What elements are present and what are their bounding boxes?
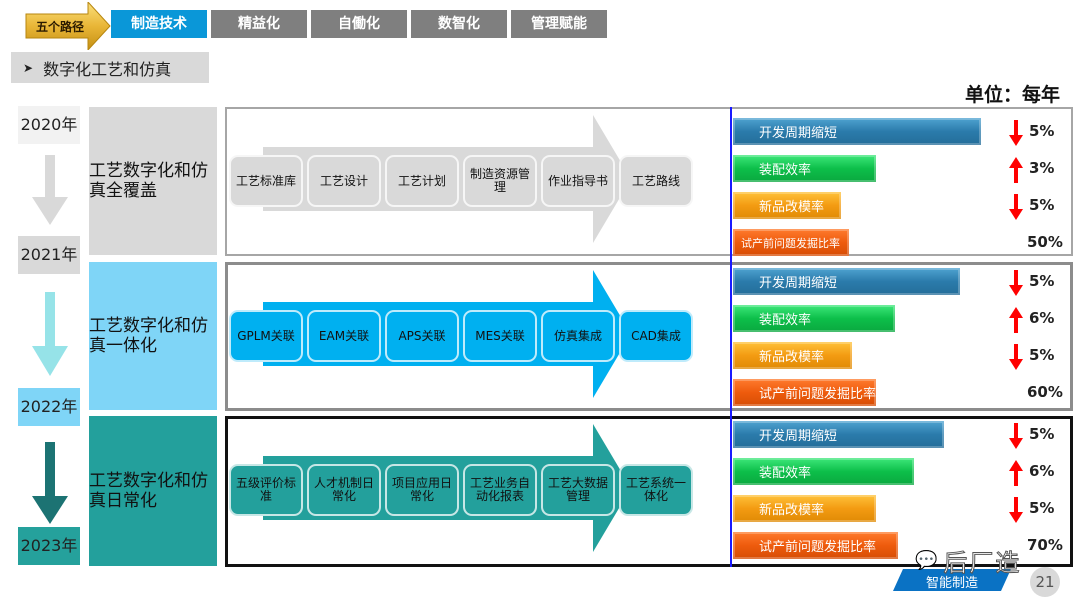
arrow-down-icon	[1009, 344, 1023, 370]
tab-jidoka[interactable]: 自働化	[311, 10, 407, 38]
footer-tag-shape	[893, 569, 1011, 591]
badge-arrow-icon	[25, 2, 111, 50]
metric-bar: 装配效率	[733, 458, 914, 485]
metric-row: 试产前问题发掘比率 50%	[733, 226, 1073, 263]
year-2020: 2020年	[18, 106, 80, 144]
metric-row: 试产前问题发掘比率 60%	[733, 376, 1073, 413]
stage-label-routine: 工艺数字化和仿真日常化	[89, 416, 217, 566]
metrics-panel: 开发周期缩短 5% 装配效率 6% 新品改模率 5% 试产前问题发掘比率 70%	[733, 418, 1073, 566]
metric-bar: 新品改模率	[733, 192, 841, 219]
process-step: 人才机制日常化	[307, 464, 381, 516]
chevron-right-icon: ➤	[23, 60, 34, 75]
tab-lean[interactable]: 精益化	[211, 10, 307, 38]
arrow-down-icon	[1009, 194, 1023, 220]
metric-bar: 试产前问题发掘比率	[733, 532, 898, 559]
process-step: 工艺标准库	[229, 155, 303, 207]
metric-value: 5%	[1029, 346, 1055, 364]
process-step: 作业指导书	[541, 155, 615, 207]
process-step: 制造资源管理	[463, 155, 537, 207]
metrics-panel: 开发周期缩短 5% 装配效率 3% 新品改模率 5% 试产前问题发掘比率 50%	[733, 115, 1073, 263]
metric-value: 5%	[1029, 122, 1055, 140]
tab-digital-intelligence[interactable]: 数智化	[411, 10, 507, 38]
section-title: ➤ 数字化工艺和仿真	[11, 52, 209, 83]
metric-row: 新品改模率 5%	[733, 492, 1073, 529]
process-flow: 五级评价标准 人才机制日常化 项目应用日常化 工艺业务自动化报表 工艺大数据管理…	[227, 424, 707, 554]
process-step: 工艺路线	[619, 155, 693, 207]
process-step: MES关联	[463, 310, 537, 362]
timeline-arrow-icon	[32, 155, 68, 225]
metric-bar: 新品改模率	[733, 342, 852, 369]
metric-value: 6%	[1029, 309, 1055, 327]
process-flow: 工艺标准库 工艺设计 工艺计划 制造资源管理 作业指导书 工艺路线	[227, 115, 707, 245]
year-2022: 2022年	[18, 388, 80, 426]
process-step: 工艺设计	[307, 155, 381, 207]
metric-value: 5%	[1029, 272, 1055, 290]
arrow-up-icon	[1009, 307, 1023, 333]
top-nav: 制造技术 精益化 自働化 数智化 管理赋能	[111, 10, 607, 38]
metric-bar: 开发周期缩短	[733, 118, 981, 145]
process-flow: GPLM关联 EAM关联 APS关联 MES关联 仿真集成 CAD集成	[227, 270, 707, 400]
process-step: CAD集成	[619, 310, 693, 362]
metric-row: 装配效率 6%	[733, 455, 1073, 492]
unit-label: 单位：每年	[964, 84, 1060, 106]
stage-label-full-coverage: 工艺数字化和仿真全覆盖	[89, 107, 217, 255]
tab-management-empowerment[interactable]: 管理赋能	[511, 10, 607, 38]
arrow-down-icon	[1009, 120, 1023, 146]
metric-row: 新品改模率 5%	[733, 189, 1073, 226]
process-step: EAM关联	[307, 310, 381, 362]
process-step: 工艺系统一体化	[619, 464, 693, 516]
badge-label: 五个路径	[35, 20, 84, 34]
timeline-arrow-icon	[32, 292, 68, 376]
arrow-down-icon	[1009, 497, 1023, 523]
footer-tag-label: 智能制造	[925, 576, 978, 591]
metric-value: 50%	[1027, 233, 1063, 251]
metric-bar: 开发周期缩短	[733, 421, 944, 448]
process-step: 仿真集成	[541, 310, 615, 362]
metric-row: 装配效率 6%	[733, 302, 1073, 339]
metric-value: 5%	[1029, 499, 1055, 517]
arrow-up-icon	[1009, 157, 1023, 183]
metrics-panel: 开发周期缩短 5% 装配效率 6% 新品改模率 5% 试产前问题发掘比率 60%	[733, 265, 1073, 413]
process-step: GPLM关联	[229, 310, 303, 362]
metric-value: 60%	[1027, 383, 1063, 401]
metric-row: 试产前问题发掘比率 70%	[733, 529, 1073, 566]
arrow-up-icon	[1009, 460, 1023, 486]
metric-value: 5%	[1029, 196, 1055, 214]
process-step: APS关联	[385, 310, 459, 362]
tab-manufacturing-tech[interactable]: 制造技术	[111, 10, 207, 38]
year-2023: 2023年	[18, 527, 80, 565]
metric-value: 6%	[1029, 462, 1055, 480]
divider-line	[730, 107, 732, 567]
arrow-down-icon	[1009, 423, 1023, 449]
metric-value: 5%	[1029, 425, 1055, 443]
page-number: 21	[1030, 567, 1060, 597]
metric-value: 70%	[1027, 536, 1063, 554]
process-step: 工艺计划	[385, 155, 459, 207]
process-step: 五级评价标准	[229, 464, 303, 516]
process-step: 工艺业务自动化报表	[463, 464, 537, 516]
wechat-icon: 💬	[914, 550, 940, 572]
watermark-text: 后厂造	[943, 549, 1022, 578]
watermark: 💬 后厂造	[914, 543, 1022, 578]
metric-bar: 装配效率	[733, 155, 876, 182]
metric-row: 新品改模率 5%	[733, 339, 1073, 376]
metric-value: 3%	[1029, 159, 1055, 177]
process-step: 项目应用日常化	[385, 464, 459, 516]
metric-bar: 试产前问题发掘比率	[733, 229, 849, 256]
metric-row: 装配效率 3%	[733, 152, 1073, 189]
metric-row: 开发周期缩短 5%	[733, 115, 1073, 152]
metric-bar: 装配效率	[733, 305, 895, 332]
five-paths-badge: 五个路径	[22, 2, 112, 50]
arrow-down-icon	[1009, 270, 1023, 296]
year-2021: 2021年	[18, 236, 80, 274]
metric-bar: 试产前问题发掘比率	[733, 379, 876, 406]
metric-bar: 新品改模率	[733, 495, 876, 522]
metric-row: 开发周期缩短 5%	[733, 265, 1073, 302]
timeline-arrow-icon	[32, 442, 68, 524]
section-title-text: 数字化工艺和仿真	[43, 59, 172, 79]
metric-row: 开发周期缩短 5%	[733, 418, 1073, 455]
metric-bar: 开发周期缩短	[733, 268, 960, 295]
stage-label-integration: 工艺数字化和仿真一体化	[89, 262, 217, 410]
process-step: 工艺大数据管理	[541, 464, 615, 516]
